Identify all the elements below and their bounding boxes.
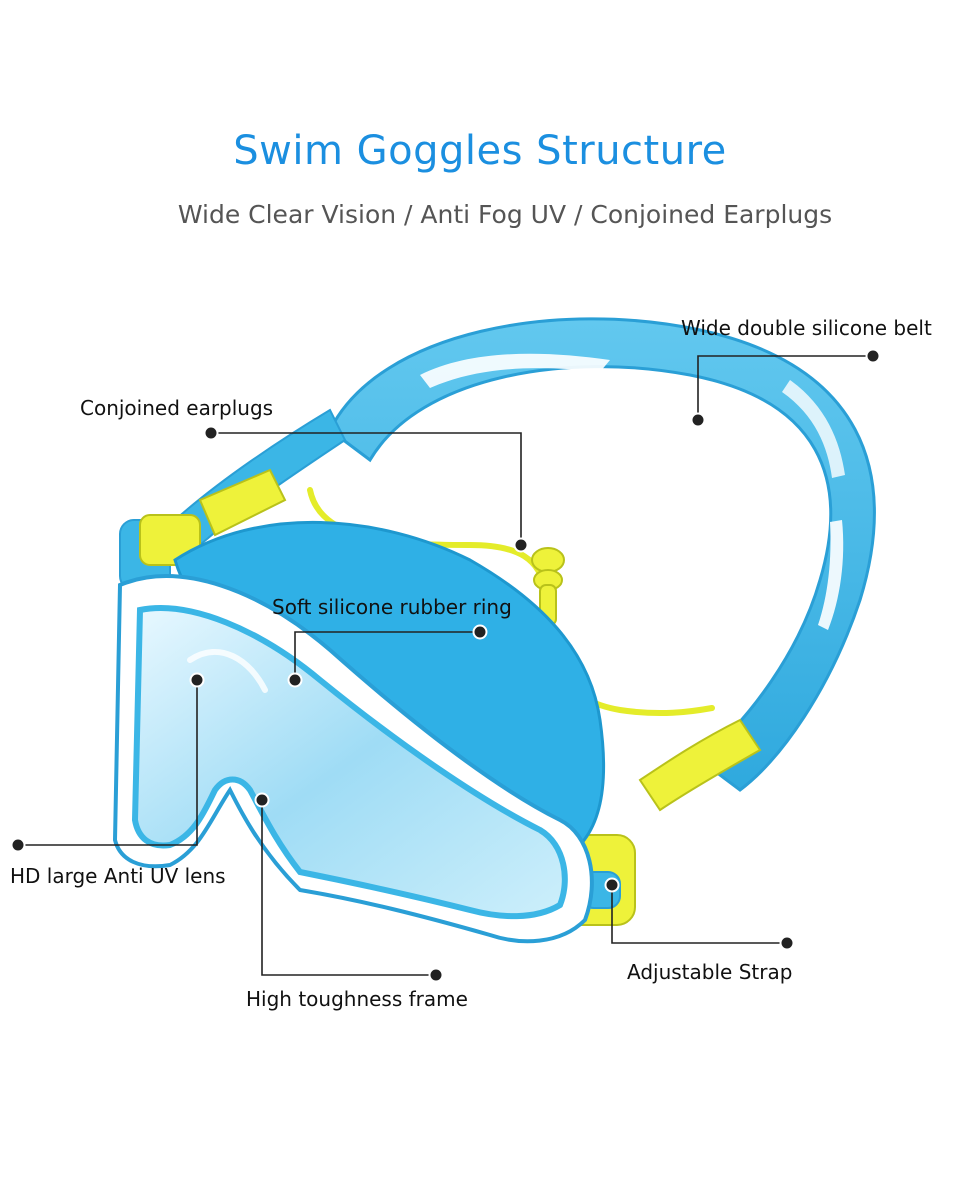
callout-earplugs: Conjoined earplugs [80,396,274,420]
silicone-belt [328,317,876,792]
callout-frame: High toughness frame [246,987,468,1011]
callout-leader-lines [18,355,873,976]
callout-dots [10,348,881,983]
goggle-lens [131,605,568,920]
callout-strap: Adjustable Strap [627,960,793,984]
earplug [531,547,565,626]
callout-lens: HD large Anti UV lens [10,864,226,888]
diagram-subtitle: Wide Clear Vision / Anti Fog UV / Conjoi… [177,200,833,229]
callout-wide-belt: Wide double silicone belt [681,316,932,340]
diagram-title: Swim Goggles Structure [233,128,727,174]
callout-rubber-ring: Soft silicone rubber ring [272,595,512,619]
